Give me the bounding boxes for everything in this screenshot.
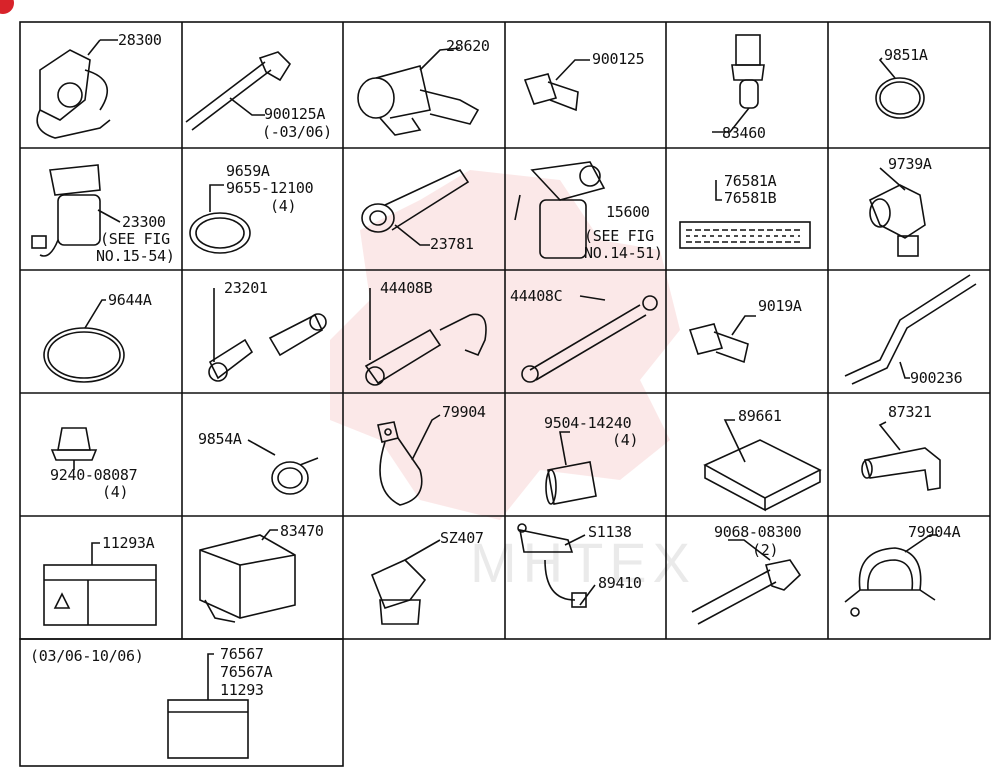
grid-lines [19,21,991,767]
part-quantity-label: (4) [612,431,639,449]
part-900236-drawing [844,274,977,385]
part-number-label: 23201 [224,279,268,297]
part-number-label: 9854A [198,430,242,448]
part-87321-drawing [861,421,941,491]
part-number-label: 76581B [724,189,777,207]
part-9659A-drawing [189,184,251,254]
part-76581A-drawing [679,180,811,249]
part-number-label: 9659A [226,162,270,180]
part-28620-drawing [357,47,480,136]
part-number-label: 900125A [264,105,326,123]
part-79904A-drawing [844,534,938,617]
part-number-label: S1138 [588,523,632,541]
part-9854A-drawing [247,439,319,495]
part-number-label: 76581A [724,172,777,190]
part-number-label: 83460 [722,124,766,142]
part-9019A-drawing [688,315,756,364]
part-number-label: 23781 [430,235,474,253]
part-number-label: 9068-08300 [714,523,802,541]
watermark-text: MHTEX [470,531,696,594]
part-number-label: 11293A [102,534,155,552]
part-28300-drawing [36,39,118,139]
part-number-label: 900125 [592,50,645,68]
part-note-label: (SEE FIG [584,227,654,245]
part-S1138-drawing [517,523,596,608]
part-9644A-drawing [43,299,125,383]
part-number-label: 28300 [118,31,162,49]
part-number-label: 83470 [280,522,324,540]
corner-badge [0,0,14,14]
part-83460-drawing [712,34,765,133]
part-11293A-drawing [43,542,157,626]
part-number-label: 9644A [108,291,152,309]
part-number-label: 9504-14240 [544,414,632,432]
date-range-label: (03/06-10/06) [30,647,144,665]
part-quantity-label: (2) [752,541,779,559]
part-number-label: 15600 [606,203,650,221]
part-note-label: (SEE FIG [100,230,170,248]
part-900125A-drawing [185,51,292,131]
part-number-label: 28620 [446,37,490,55]
part-23781-drawing [361,168,470,246]
part-900125-drawing [523,59,590,112]
part-76567-drawing [167,653,249,759]
part-number-label: 44408C [510,287,563,305]
part-44408B-drawing [364,288,487,386]
part-note-label: NO.15-54) [96,247,175,265]
part-number-label: 76567A [220,663,273,681]
part-note-label: (-03/06) [262,123,332,141]
part-number-label: 23300 [122,213,166,231]
part-number-label: SZ407 [440,529,484,547]
part-23201-drawing [208,288,327,382]
part-quantity-label: (4) [270,197,297,215]
part-79904-drawing [377,414,441,506]
part-number-label: 900236 [910,369,963,387]
part-9068-08300-drawing [691,539,802,625]
part-number-label: 44408B [380,279,433,297]
part-89661-drawing [703,419,822,512]
part-number-label: 11293 [220,681,264,699]
part-number-label: 9851A [884,46,928,64]
part-15600-drawing [514,161,606,259]
part-number-label: 9019A [758,297,802,315]
part-number-label: 9739A [888,155,932,173]
part-SZ407-drawing [370,539,441,625]
part-9240-08087-drawing [50,427,98,470]
part-9504-14240-drawing [545,431,597,505]
part-number-label: 9240-08087 [50,466,138,484]
part-44408C-drawing [521,295,658,383]
part-quantity-label: (4) [102,483,129,501]
part-number-label: 9655-12100 [226,179,314,197]
part-note-label: NO.14-51) [584,244,663,262]
part-9739A-drawing [868,167,926,257]
part-23300-drawing [31,164,121,257]
part-9851A-drawing [875,57,925,119]
part-number-label: 79904 [442,403,486,421]
part-number-label: 76567 [220,645,264,663]
part-number-label: 89410 [598,574,642,592]
part-number-label: 87321 [888,403,932,421]
part-number-label: 79904A [908,523,961,541]
part-83470-drawing [199,529,296,623]
part-number-label: 89661 [738,407,782,425]
